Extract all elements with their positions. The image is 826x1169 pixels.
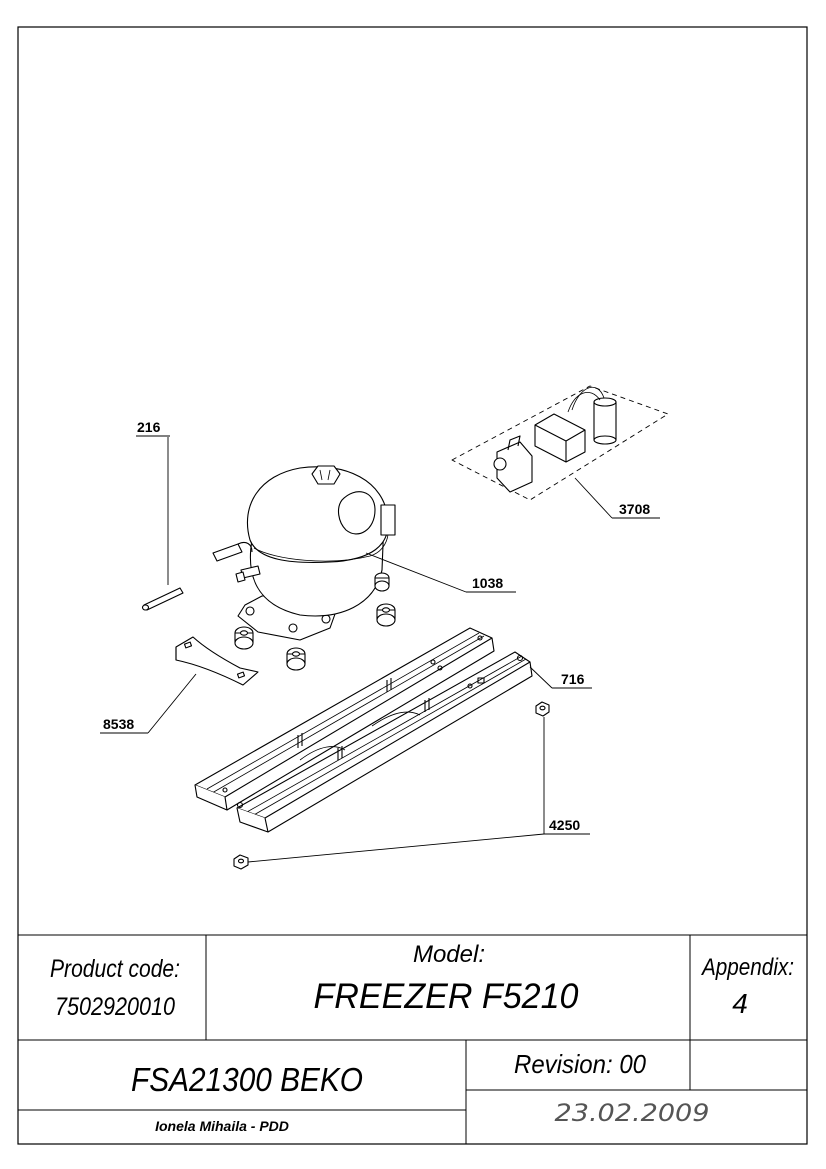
revision-value: Revision: 00 xyxy=(514,1049,646,1079)
appendix-value: 4 xyxy=(732,988,748,1019)
part-label-3708: 3708 xyxy=(619,501,650,517)
product-code-label: Product code: xyxy=(50,955,180,983)
pin-216 xyxy=(141,437,184,611)
electrical-kit-3708 xyxy=(451,385,669,501)
nuts-4250 xyxy=(233,701,550,870)
product-code-value: 7502920010 xyxy=(55,993,175,1021)
part-label-216: 216 xyxy=(137,419,161,435)
exploded-view xyxy=(141,385,669,870)
part-label-8538: 8538 xyxy=(103,716,134,732)
revision-date: 23.02.2009 xyxy=(555,1099,710,1127)
callouts xyxy=(100,435,660,863)
title-block-text: Product code: 7502920010 Model: FREEZER … xyxy=(50,941,794,1134)
appendix-label: Appendix: xyxy=(700,954,794,981)
part-label-716: 716 xyxy=(561,671,585,687)
title-block xyxy=(18,934,807,1144)
rails-716 xyxy=(194,627,533,833)
model-label: Model: xyxy=(413,941,485,968)
strap-8538 xyxy=(175,636,259,686)
compressor-1038 xyxy=(212,465,396,671)
sheet-border xyxy=(17,26,808,1145)
author-name: Ionela Mihaila - PDD xyxy=(155,1118,289,1134)
assembly-name: FSA21300 BEKO xyxy=(131,1061,363,1098)
part-label-1038: 1038 xyxy=(472,575,503,591)
part-label-4250: 4250 xyxy=(549,817,580,833)
model-value: FREEZER F5210 xyxy=(314,977,580,1016)
part-labels: 216 1038 3708 8538 716 4250 xyxy=(103,419,650,833)
